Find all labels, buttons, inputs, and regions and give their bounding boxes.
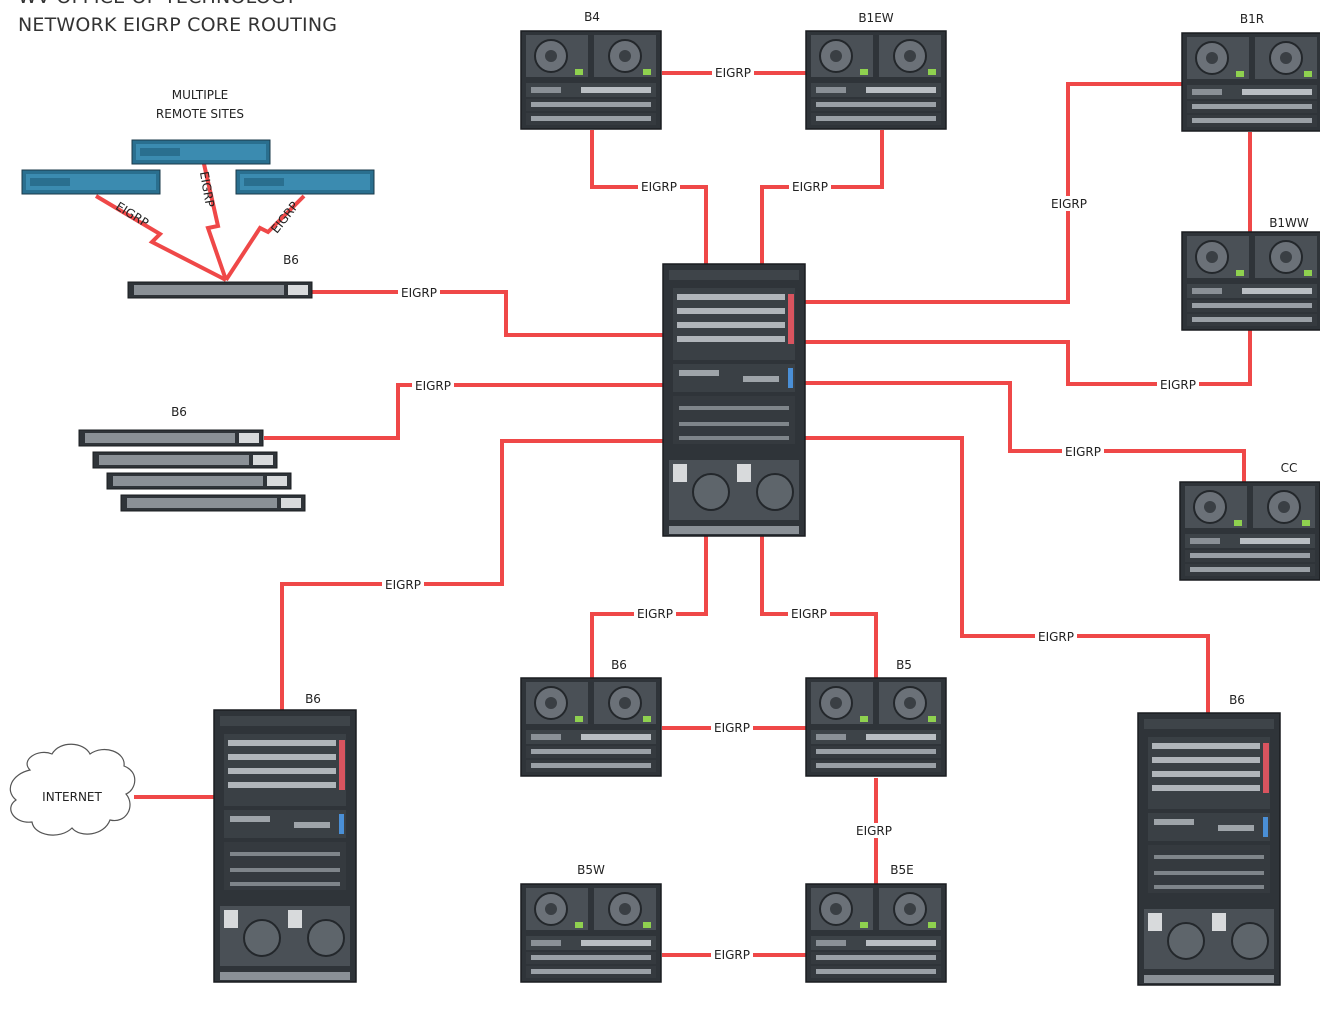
link-b1ew-core [760,130,884,266]
link-label-b1r-core: EIGRP [1048,196,1090,211]
svg-text:EIGRP: EIGRP [1051,197,1087,211]
link-labels: EIGRP EIGRP EIGRP EIGRP EIGRP EIGRP EIGR… [113,65,1199,962]
label-b6-left: B6 [305,692,321,706]
link-label-b1ww-core: EIGRP [1157,377,1199,392]
link-remote-1 [94,194,227,282]
link-label-remote-2: EIGRP [197,170,217,208]
svg-text:EIGRP: EIGRP [1160,378,1196,392]
link-b6left-core [280,439,663,712]
link-label-b5w-b5e: EIGRP [711,947,753,962]
remote-sites-label-1: MULTIPLE [172,88,229,102]
link-label-b6switch: EIGRP [398,285,440,300]
svg-text:EIGRP: EIGRP [714,721,750,735]
svg-text:EIGRP: EIGRP [792,180,828,194]
link-label-b4-core: EIGRP [638,179,680,194]
link-b4-core [590,130,708,266]
device-b1ew[interactable] [805,30,947,130]
link-b6stack-core [264,383,663,440]
link-b6switch-core [312,290,663,337]
remote-site-router-1[interactable] [131,139,271,165]
remote-site-router-2[interactable] [21,169,161,195]
svg-text:EIGRP: EIGRP [415,379,451,393]
device-b6-left[interactable] [213,709,357,983]
svg-text:EIGRP: EIGRP [637,607,673,621]
link-label-b5-core: EIGRP [788,606,830,621]
label-b1ww: B1WW [1269,216,1309,230]
svg-text:EIGRP: EIGRP [268,199,301,236]
link-label-b6small-b5: EIGRP [711,720,753,735]
diagram-title-line-2: NETWORK EIGRP CORE ROUTING [18,14,338,36]
device-b1ww[interactable] [1181,231,1320,331]
device-b6-stack-3[interactable] [106,472,292,490]
svg-text:EIGRP: EIGRP [197,170,217,208]
link-label-b4-b1ew: EIGRP [712,65,754,80]
link-remote-3 [224,194,306,282]
link-b1ww-core [800,330,1252,386]
svg-text:EIGRP: EIGRP [715,66,751,80]
device-b6-right[interactable] [1137,712,1281,986]
device-b5w[interactable] [520,883,662,983]
link-label-remote-1: EIGRP [113,199,151,230]
link-cc-core [800,381,1246,482]
link-label-b6left: EIGRP [382,577,424,592]
device-b4[interactable] [520,30,662,130]
label-b5w: B5W [577,863,605,877]
device-b5[interactable] [805,677,947,777]
internet-label: INTERNET [42,790,102,804]
svg-text:EIGRP: EIGRP [856,824,892,838]
label-b4: B4 [584,10,600,24]
label-b6-small: B6 [611,658,627,672]
link-label-b1ew-core: EIGRP [789,179,831,194]
device-b5e[interactable] [805,883,947,983]
link-label-b5-b5e: EIGRP [853,823,895,838]
link-label-cc: EIGRP [1062,444,1104,459]
link-label-b6small-core: EIGRP [634,606,676,621]
device-b6-stack-4[interactable] [120,494,306,512]
label-b6-right: B6 [1229,693,1245,707]
link-b6right-core [800,436,1210,714]
remote-sites-label-2: REMOTE SITES [156,107,244,121]
svg-text:EIGRP: EIGRP [385,578,421,592]
link-remote-2 [202,163,228,281]
svg-text:EIGRP: EIGRP [641,180,677,194]
label-b1r: B1R [1240,12,1264,26]
svg-text:EIGRP: EIGRP [714,948,750,962]
svg-text:EIGRP: EIGRP [113,199,151,230]
device-b1r[interactable] [1181,32,1320,132]
link-b1r-core [800,82,1188,304]
svg-text:EIGRP: EIGRP [791,607,827,621]
internet-cloud-icon [9,743,136,836]
svg-text:EIGRP: EIGRP [1065,445,1101,459]
svg-text:EIGRP: EIGRP [401,286,437,300]
label-b6-switch: B6 [283,253,299,267]
link-label-remote-3: EIGRP [268,199,301,236]
device-b6-switch[interactable] [127,281,313,299]
label-b6-stack: B6 [171,405,187,419]
device-b6-stack-2[interactable] [92,451,278,469]
svg-text:EIGRP: EIGRP [1038,630,1074,644]
label-b5: B5 [896,658,912,672]
link-label-b6right: EIGRP [1035,629,1077,644]
label-b5e: B5E [890,863,913,877]
label-cc: CC [1281,461,1298,475]
remote-site-router-3[interactable] [235,169,375,195]
device-b6-small[interactable] [520,677,662,777]
label-b1ew: B1EW [858,11,893,25]
device-core[interactable] [662,263,806,537]
device-cc[interactable] [1179,481,1320,581]
device-b6-stack-1[interactable] [78,429,264,447]
diagram-title-line-1: WV OFFICE OF TECHNOLOGY [18,0,297,8]
link-label-b6stack: EIGRP [412,378,454,393]
